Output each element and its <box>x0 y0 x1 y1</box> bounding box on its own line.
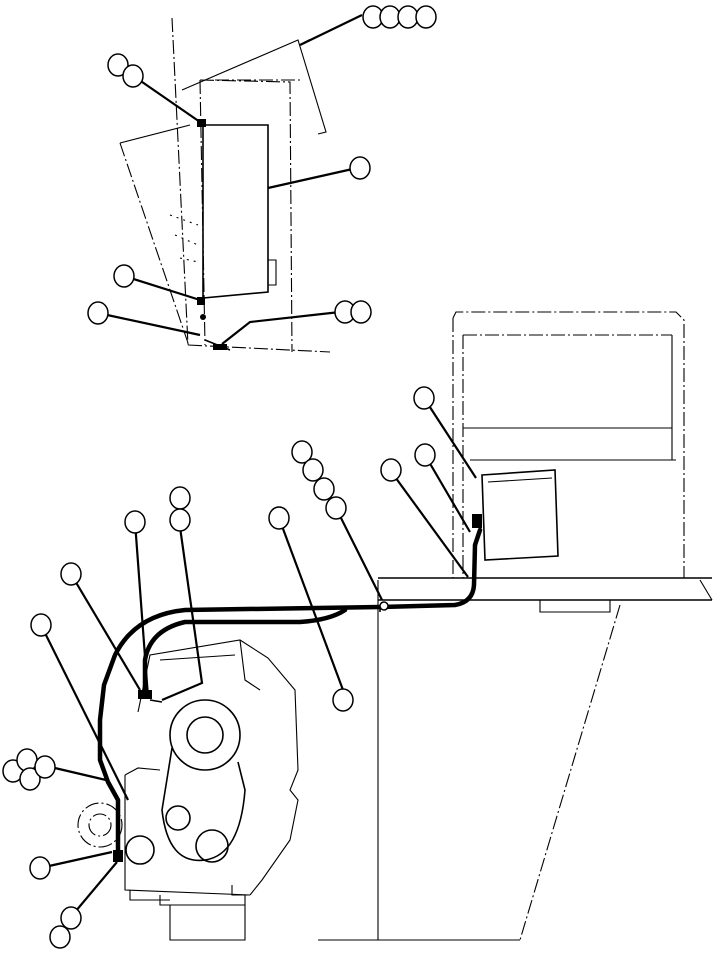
connector-upper <box>197 119 206 127</box>
callout-balloon <box>397 5 419 29</box>
callout-balloon <box>380 458 402 482</box>
connector-engine-a <box>138 690 152 699</box>
alternator-pulley <box>165 805 191 831</box>
callout-balloon <box>313 477 335 501</box>
leader-lines <box>39 14 477 919</box>
callout-balloon <box>169 486 191 510</box>
fan-pulley <box>169 699 241 771</box>
harness-main-run <box>97 527 483 855</box>
clip-small <box>200 314 206 320</box>
ground-terminal <box>213 344 227 350</box>
starter <box>125 835 155 865</box>
callout-balloons <box>2 5 437 949</box>
harness-inner-run <box>142 607 348 698</box>
callout-balloon <box>414 443 436 467</box>
callout-balloon <box>113 264 135 288</box>
callout-balloon <box>325 496 347 520</box>
callout-balloon <box>60 562 82 586</box>
connector-lower <box>197 297 205 305</box>
connector-cab <box>472 514 482 528</box>
engine-block <box>77 639 299 941</box>
callout-balloon <box>268 506 290 530</box>
callout-balloon <box>413 386 435 410</box>
callout-balloon <box>19 767 41 791</box>
callout-balloon <box>349 156 371 180</box>
callout-balloon <box>107 53 129 77</box>
callout-balloon <box>124 510 146 534</box>
callout-balloon <box>415 5 437 29</box>
callout-balloon <box>169 508 191 532</box>
callout-balloon <box>291 440 313 464</box>
callout-balloon <box>332 688 354 712</box>
callout-balloon <box>350 300 372 324</box>
cab-outline <box>318 311 713 941</box>
junction-point <box>379 601 389 611</box>
inset-detail-view <box>119 17 331 353</box>
callout-balloon <box>60 906 82 930</box>
callout-balloon <box>87 301 109 325</box>
callout-balloon <box>34 755 56 779</box>
callout-balloon <box>30 613 52 637</box>
connector-engine-b <box>113 850 123 862</box>
wire-harness <box>97 514 483 862</box>
crank-pulley <box>195 829 229 863</box>
callout-balloon <box>379 5 401 29</box>
alternator <box>77 802 123 848</box>
callout-balloon <box>122 64 144 88</box>
callout-balloon <box>49 925 71 949</box>
callout-balloon <box>29 856 51 880</box>
callout-balloon <box>302 458 324 482</box>
